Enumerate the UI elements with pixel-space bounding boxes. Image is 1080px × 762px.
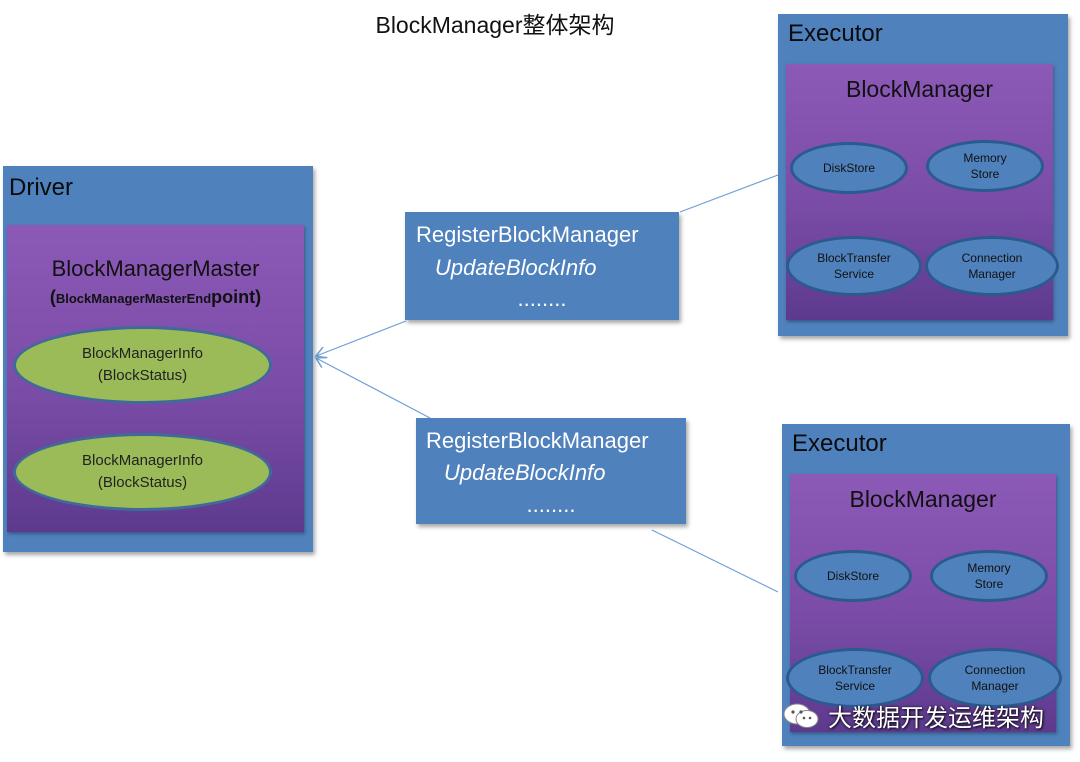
executor-box: Executor BlockManager DiskStore Memory S… bbox=[782, 424, 1070, 746]
memory-store-label: Memory bbox=[967, 561, 1011, 575]
memory-store-label-2: Store bbox=[970, 167, 1000, 181]
connection-manager-ellipse: Connection Manager bbox=[925, 236, 1059, 296]
block-manager-box: BlockManager DiskStore Memory Store Bloc… bbox=[786, 474, 1062, 732]
block-transfer-label-2: Service bbox=[833, 267, 874, 281]
block-manager-master-title: BlockManagerMaster bbox=[51, 256, 260, 281]
block-manager-master-box: BlockManagerMaster (BlockManagerMasterEn… bbox=[7, 225, 304, 532]
block-manager-master-endpoint: (BlockManagerMasterEndpoint) bbox=[7, 287, 304, 308]
block-transfer-label: BlockTransfer bbox=[818, 663, 892, 677]
driver-label: Driver bbox=[9, 174, 73, 201]
block-manager-info-ellipse: BlockManagerInfo (BlockStatus) bbox=[13, 433, 272, 511]
memory-store-ellipse: Memory Store bbox=[926, 140, 1044, 192]
block-manager-info-ellipse: BlockManagerInfo (BlockStatus) bbox=[13, 326, 272, 404]
block-manager-title: BlockManager bbox=[845, 76, 994, 102]
watermark-text: 大数据开发运维架构 bbox=[828, 705, 1044, 732]
block-manager-info-label: BlockManagerInfo bbox=[82, 452, 203, 469]
watermark: 大数据开发运维架构 bbox=[782, 698, 1044, 733]
block-status-label: (BlockStatus) bbox=[97, 367, 188, 384]
message-box: RegisterBlockManager UpdateBlockInfo ...… bbox=[405, 212, 679, 320]
block-manager-title: BlockManager bbox=[849, 486, 997, 512]
connection-manager-label-2: Manager bbox=[971, 679, 1019, 693]
disk-store-ellipse: DiskStore bbox=[790, 142, 908, 194]
message-register-label: RegisterBlockManager bbox=[416, 222, 639, 247]
block-transfer-service-ellipse: BlockTransfer Service bbox=[786, 648, 924, 708]
disk-store-ellipse: DiskStore bbox=[794, 550, 912, 602]
message-update-label: UpdateBlockInfo bbox=[444, 460, 606, 485]
endpoint-small-text: BlockManagerMasterEnd bbox=[55, 291, 212, 306]
block-transfer-label-2: Service bbox=[834, 679, 875, 693]
block-transfer-service-ellipse: BlockTransfer Service bbox=[786, 236, 922, 296]
memory-store-label: Memory bbox=[963, 151, 1007, 165]
message-ellipsis: ........ bbox=[526, 492, 576, 517]
memory-store-label-2: Store bbox=[974, 577, 1004, 591]
block-status-label: (BlockStatus) bbox=[97, 474, 188, 491]
connection-manager-ellipse: Connection Manager bbox=[928, 648, 1062, 708]
connection-manager-label: Connection bbox=[961, 251, 1023, 265]
endpoint-paren-close: ) bbox=[255, 287, 262, 307]
diagram-title: BlockManager整体架构 bbox=[375, 12, 615, 38]
connector-executor2-to-message2 bbox=[651, 529, 779, 593]
message-box: RegisterBlockManager UpdateBlockInfo ...… bbox=[416, 418, 686, 524]
executor-label: Executor bbox=[792, 430, 887, 457]
memory-store-ellipse: Memory Store bbox=[930, 550, 1048, 602]
message-update-label: UpdateBlockInfo bbox=[435, 255, 597, 280]
message-ellipsis: ........ bbox=[517, 286, 567, 311]
connector-executor1-to-message1 bbox=[679, 174, 779, 213]
endpoint-paren-open: ( bbox=[49, 287, 56, 307]
disk-store-label: DiskStore bbox=[826, 569, 879, 583]
endpoint-big-text: point bbox=[211, 287, 256, 307]
connection-manager-label: Connection bbox=[964, 663, 1026, 677]
message-register-label: RegisterBlockManager bbox=[426, 428, 649, 453]
connector-message1-to-driver bbox=[316, 320, 407, 356]
block-manager-info-label: BlockManagerInfo bbox=[82, 345, 203, 362]
connection-manager-label-2: Manager bbox=[968, 267, 1016, 281]
executor-box: Executor BlockManager DiskStore Memory S… bbox=[778, 14, 1068, 336]
block-transfer-label: BlockTransfer bbox=[817, 251, 891, 265]
executor-label: Executor bbox=[788, 20, 883, 47]
driver-box: Driver BlockManagerMaster (BlockManagerM… bbox=[3, 166, 313, 552]
block-manager-box: BlockManager DiskStore Memory Store Bloc… bbox=[786, 64, 1059, 320]
disk-store-label: DiskStore bbox=[822, 161, 875, 175]
connector-message2-to-driver bbox=[316, 358, 431, 419]
wechat-icon bbox=[783, 703, 819, 728]
